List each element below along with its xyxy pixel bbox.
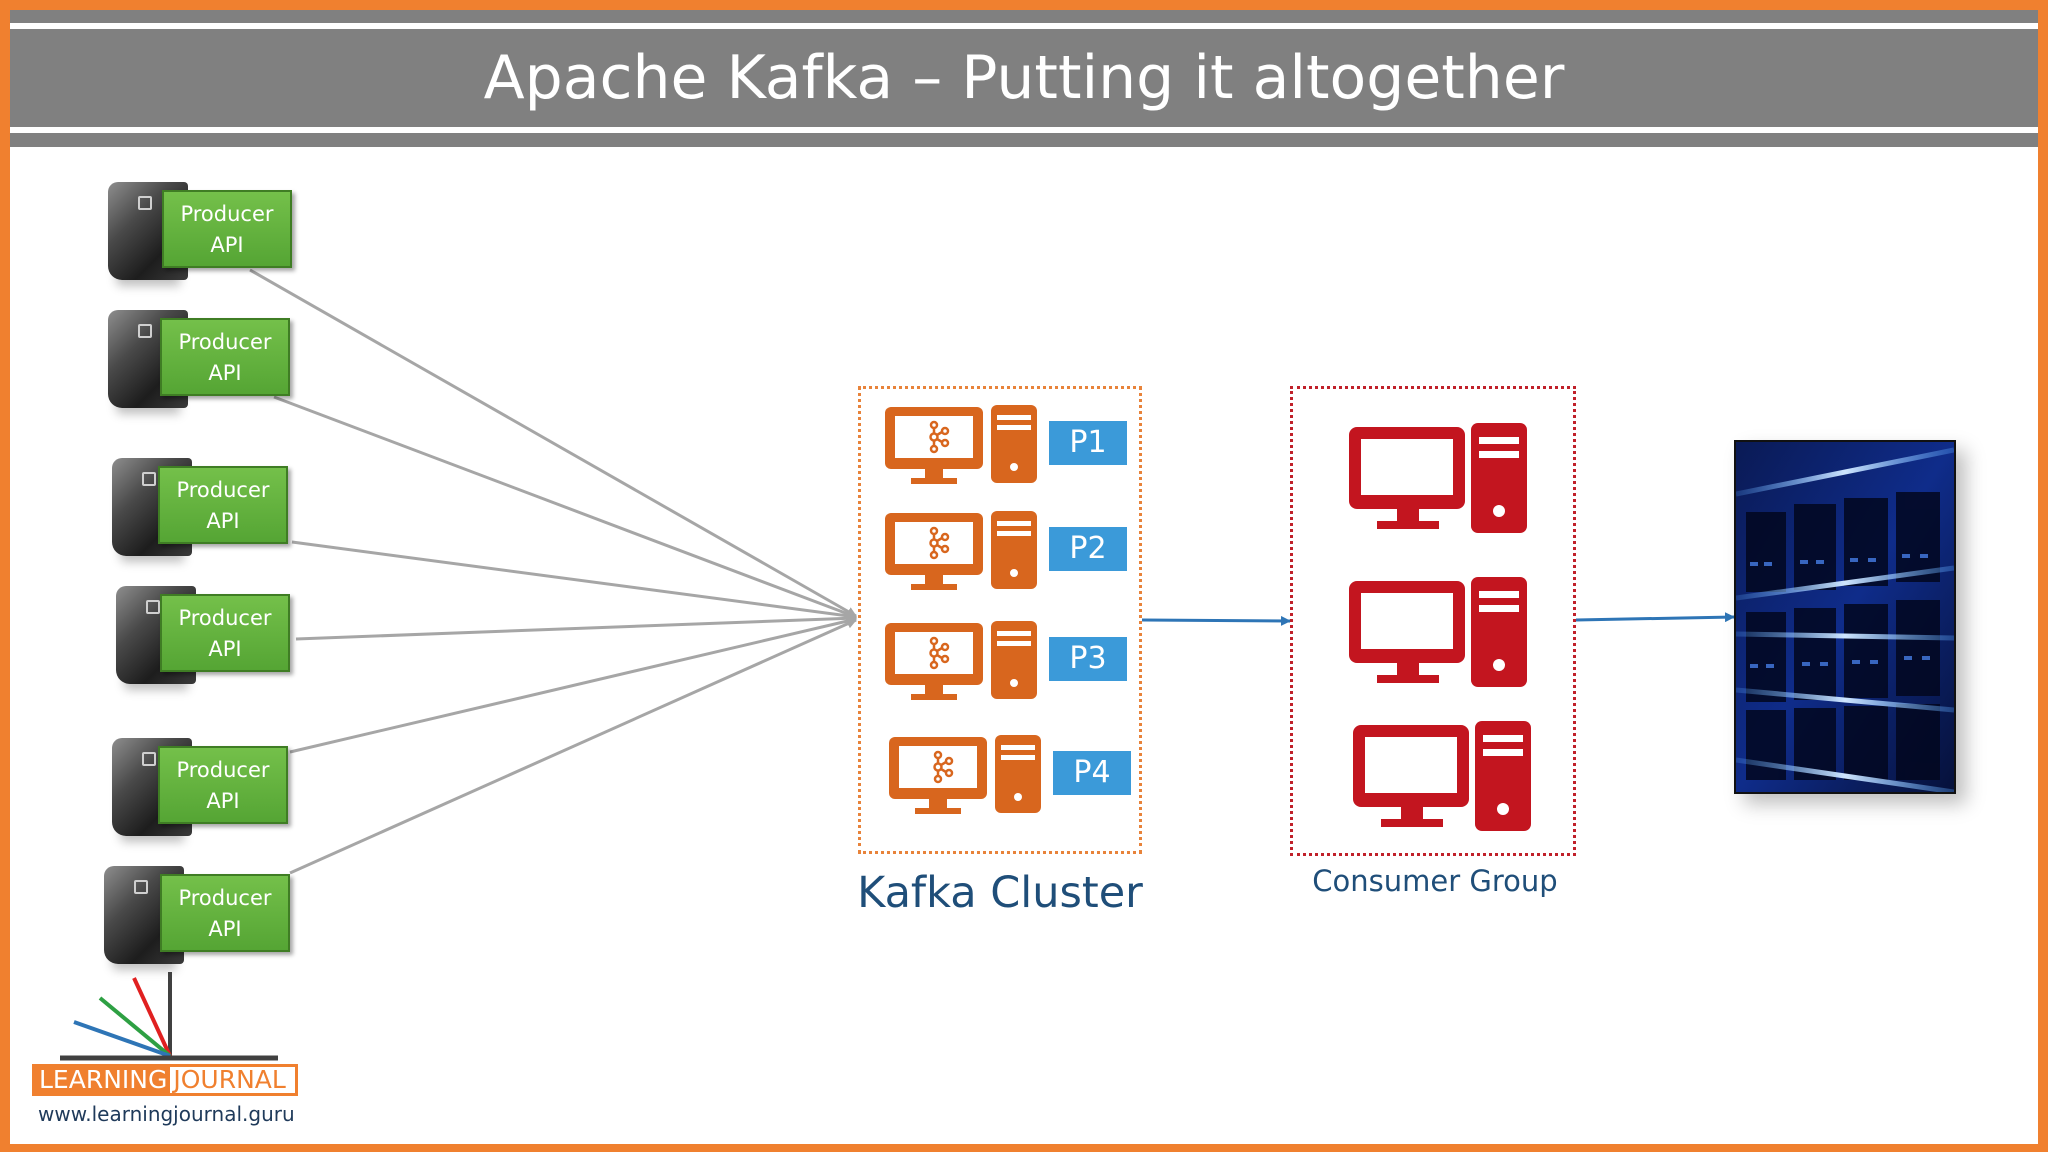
producer-line-4: [295, 613, 857, 641]
producer-sublabel: API: [206, 509, 240, 533]
partition-badge: P3: [1049, 637, 1127, 681]
producer-label: Producer: [178, 330, 272, 354]
title-bar: [10, 29, 2038, 127]
producer-line-6: [289, 618, 857, 875]
computer-workstation-icon: [1349, 423, 1527, 533]
producer-sublabel: API: [210, 233, 244, 257]
broker-node-2: P2: [883, 509, 1139, 591]
title-rule-bottom: [10, 127, 2038, 147]
computer-workstation-icon: [889, 735, 1041, 814]
consumer-group: [1290, 386, 1576, 856]
title-rule-top: [10, 10, 2038, 29]
logo-rays-icon: [60, 972, 278, 1061]
cluster-to-group-arrow: [1141, 615, 1291, 626]
group-to-storage-arrow: [1575, 612, 1735, 623]
consumer-node-2: [1347, 575, 1537, 695]
datacenter-rack-icon: [1734, 440, 1956, 794]
computer-workstation-icon: [885, 405, 1037, 484]
producer-label: Producer: [176, 758, 270, 782]
producer-sublabel: API: [206, 789, 240, 813]
consumer-group-label: Consumer Group: [1312, 864, 1558, 898]
producer-label: Producer: [180, 202, 274, 226]
consumer-node-1: [1347, 421, 1537, 541]
kafka-cluster-label: Kafka Cluster: [857, 868, 1143, 918]
datacenter-rack-image: [1736, 442, 1954, 792]
logo-word-learning: LEARNING: [35, 1067, 171, 1093]
computer-workstation-icon: [1353, 721, 1531, 831]
logo-word-journal: JOURNAL: [173, 1065, 286, 1094]
producer-line-5: [289, 616, 857, 754]
logo-url: www.learningjournal.guru: [38, 1102, 295, 1126]
producer-label: Producer: [176, 478, 270, 502]
producer-sublabel: API: [208, 361, 242, 385]
producer-label: Producer: [178, 606, 272, 630]
partition-badge: P4: [1053, 751, 1131, 795]
producer-sublabel: API: [208, 917, 242, 941]
producer-line-3: [291, 540, 857, 621]
producer-sublabel: API: [208, 637, 242, 661]
broker-node-3: P3: [883, 619, 1139, 701]
consumer-node-3: [1351, 719, 1541, 839]
partition-badge: P2: [1049, 527, 1127, 571]
producer-label: Producer: [178, 886, 272, 910]
broker-node-1: P1: [883, 403, 1139, 485]
computer-workstation-icon: [885, 511, 1037, 590]
producer-line-2: [273, 395, 857, 619]
producer-line-1: [249, 268, 857, 618]
slide-title: Apache Kafka – Putting it altogether: [483, 43, 1565, 113]
partition-badge: P1: [1049, 421, 1127, 465]
computer-workstation-icon: [1349, 577, 1527, 687]
computer-workstation-icon: [885, 621, 1037, 700]
kafka-cluster: P1 P2: [858, 386, 1142, 854]
broker-node-4: P4: [887, 733, 1143, 815]
